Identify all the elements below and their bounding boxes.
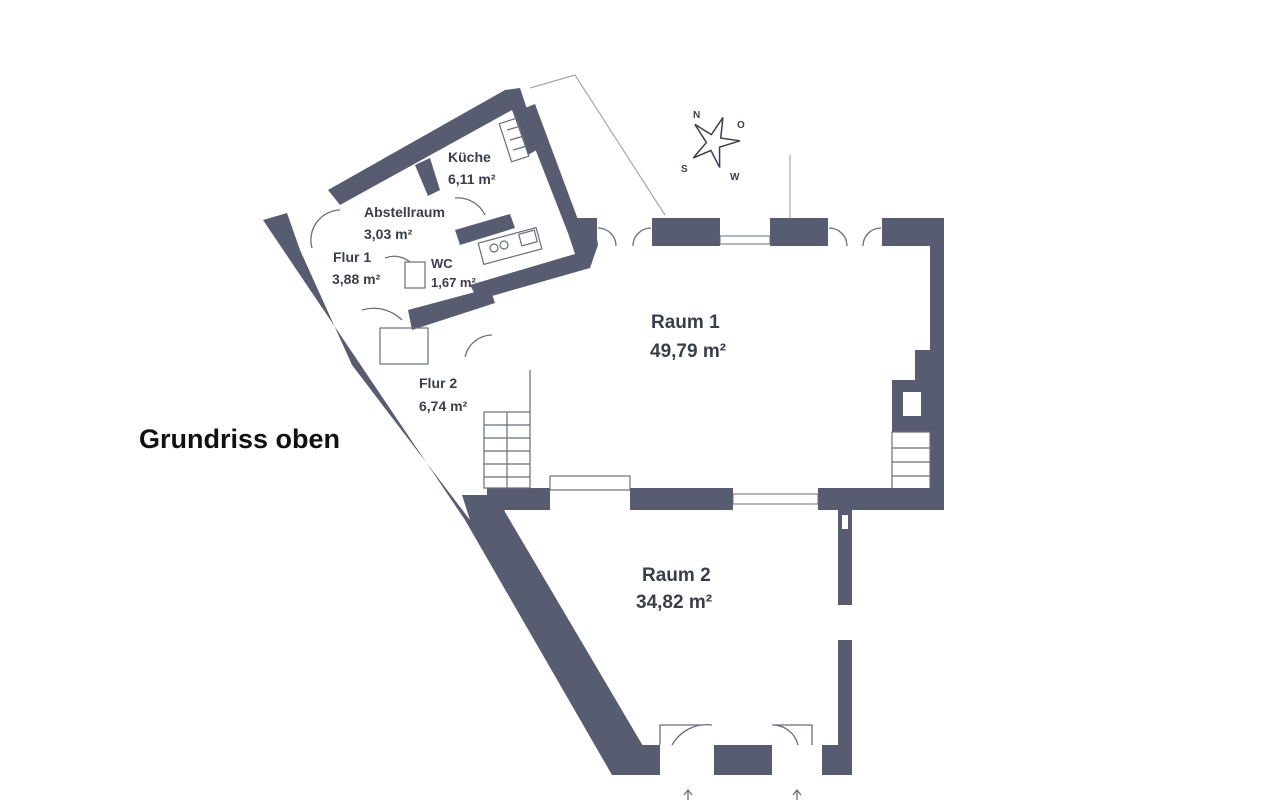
room-kueche-area: 6,11 m²: [448, 171, 496, 187]
raum2-bottom-wall: [612, 724, 852, 800]
room-flur2-name: Flur 2: [419, 375, 457, 391]
room-abstell-name: Abstellraum: [364, 204, 445, 220]
compass-south: S: [681, 164, 688, 175]
room-abstell-area: 3,03 m²: [364, 226, 413, 242]
compass-rose: [692, 117, 741, 168]
chimney: [891, 350, 931, 491]
room-raum2-name: Raum 2: [642, 565, 711, 586]
plan-heading: Grundriss oben: [139, 424, 341, 454]
diagonal-wall-lower: [462, 495, 656, 773]
middle-wall: [487, 475, 944, 510]
room-raum2-area: 34,82 m²: [636, 592, 712, 613]
compass-west: W: [730, 172, 740, 183]
raum1-right-wall: [930, 218, 944, 508]
annex-details: [310, 117, 543, 365]
compass-north: N: [693, 110, 700, 121]
raum1-top-windows: [597, 227, 882, 247]
room-raum1-name: Raum 1: [651, 312, 720, 333]
raum2-right-wall: [838, 505, 852, 775]
outdoor-lines: [529, 74, 791, 218]
compass-east: O: [737, 120, 745, 131]
room-flur1-area: 3,88 m²: [332, 271, 381, 287]
room-wc-name: WC: [431, 256, 453, 271]
room-wc-area: 1,67 m²: [431, 275, 476, 290]
room-kueche-name: Küche: [448, 149, 491, 165]
room-raum1-area: 49,79 m²: [650, 341, 726, 362]
stairs: [483, 370, 531, 489]
room-flur2-area: 6,74 m²: [419, 398, 468, 414]
annex-walls: [328, 88, 598, 330]
room-flur1-name: Flur 1: [333, 249, 371, 265]
